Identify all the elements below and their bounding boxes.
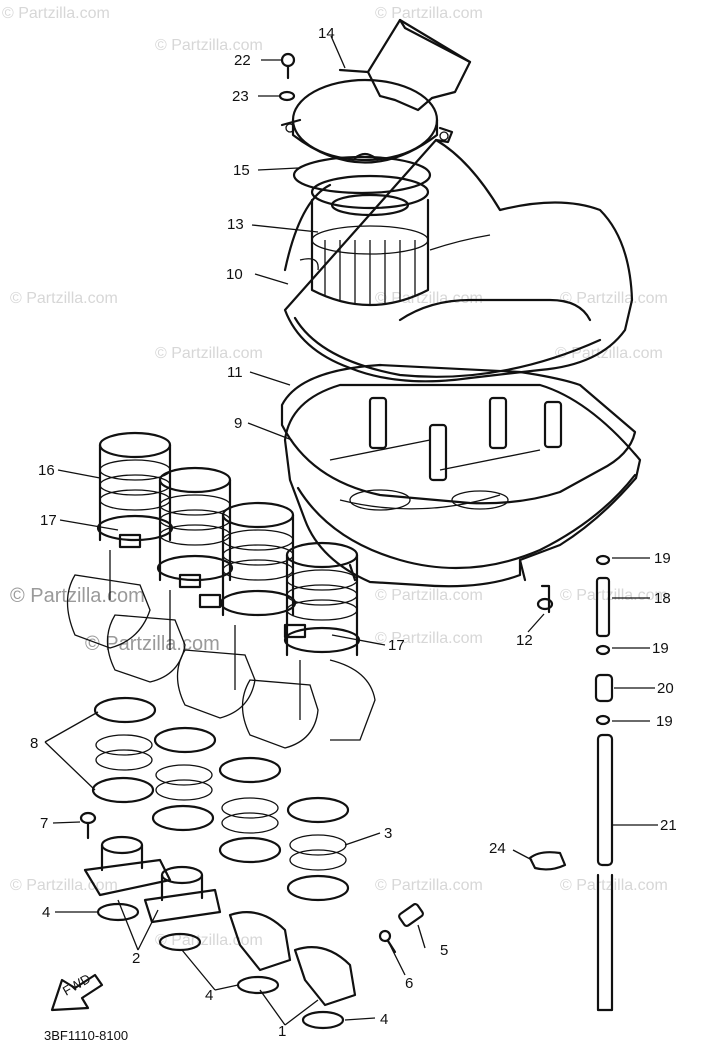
screw-22 (280, 52, 296, 80)
watermark: © Partzilla.com (375, 877, 483, 894)
callout-16: 16 (38, 462, 55, 479)
callout-19b: 19 (652, 640, 669, 657)
leader-lines (44, 35, 658, 1026)
screw-6 (378, 929, 397, 954)
watermark: © Partzilla.com (155, 345, 263, 362)
callout-24: 24 (489, 840, 506, 857)
watermark-prominent: © Partzilla.com (10, 585, 145, 607)
watermark: © Partzilla.com (155, 932, 263, 949)
callout-13: 13 (227, 216, 244, 233)
watermark: © Partzilla.com (10, 290, 118, 307)
callout-1: 1 (278, 1023, 286, 1040)
bolt-12 (536, 584, 554, 614)
watermark-layer: © Partzilla.com © Partzilla.com © Partzi… (2, 5, 668, 949)
callout-4b: 4 (205, 987, 213, 1004)
carb-joints-3 (95, 734, 347, 871)
callout-19c: 19 (656, 713, 673, 730)
cover-gasket-15 (292, 155, 432, 195)
clamp-24 (528, 851, 567, 871)
callout-14: 14 (318, 25, 335, 42)
air-duct-14 (338, 18, 472, 112)
watermark: © Partzilla.com (375, 5, 483, 22)
callout-21: 21 (660, 817, 677, 834)
o-rings-4 (96, 902, 345, 1030)
callout-23: 23 (232, 88, 249, 105)
callout-6: 6 (405, 975, 413, 992)
watermark: © Partzilla.com (560, 587, 668, 604)
callout-19a: 19 (654, 550, 671, 567)
callout-11: 11 (227, 364, 243, 381)
watermark: © Partzilla.com (375, 630, 483, 647)
watermark: © Partzilla.com (560, 877, 668, 894)
callout-5: 5 (440, 942, 448, 959)
watermark: © Partzilla.com (155, 37, 263, 54)
clamps-17 (118, 533, 307, 639)
watermark: © Partzilla.com (375, 290, 483, 307)
air-cleaner-cover (280, 78, 454, 164)
callout-20: 20 (657, 680, 674, 697)
callout-2: 2 (132, 950, 140, 967)
washer-23 (278, 90, 296, 102)
callout-labels: 22 14 23 15 13 10 11 9 16 17 17 19 18 12… (30, 25, 677, 1040)
callout-8: 8 (30, 735, 38, 752)
filter-element-13 (310, 174, 430, 307)
callout-4c: 4 (380, 1011, 388, 1028)
callout-3: 3 (384, 825, 392, 842)
callout-9: 9 (234, 415, 242, 432)
drain-plug-20 (594, 673, 614, 703)
breather-hose-18 (595, 576, 611, 638)
callout-15: 15 (233, 162, 250, 179)
callout-12: 12 (516, 632, 533, 649)
callout-18: 18 (654, 590, 671, 607)
callout-4a: 4 (42, 904, 50, 921)
case-gasket-11 (280, 363, 637, 505)
callout-22: 22 (234, 52, 251, 69)
callout-7: 7 (40, 815, 48, 832)
carburetor-assembly (66, 550, 376, 749)
plug-5 (398, 903, 424, 927)
watermark: © Partzilla.com (10, 877, 118, 894)
callout-17a: 17 (40, 512, 57, 529)
watermark: © Partzilla.com (560, 290, 668, 307)
intake-manifolds (83, 835, 357, 1007)
callout-10: 10 (226, 266, 243, 283)
bolt-7 (79, 811, 97, 840)
watermark: © Partzilla.com (2, 5, 110, 22)
carb-joint-clamps-8 (91, 696, 350, 902)
watermark: © Partzilla.com (555, 345, 663, 362)
fwd-direction-arrow: FWD (50, 971, 104, 1012)
callout-17b: 17 (388, 637, 405, 654)
air-cleaner-case-lower-9 (283, 383, 642, 588)
air-joints-16 (96, 431, 361, 657)
watermark: © Partzilla.com (375, 587, 483, 604)
diagram-code: 3BF1110-8100 (44, 1028, 128, 1043)
drain-hose-21 (596, 733, 614, 1012)
hose-clips-19 (595, 554, 611, 726)
